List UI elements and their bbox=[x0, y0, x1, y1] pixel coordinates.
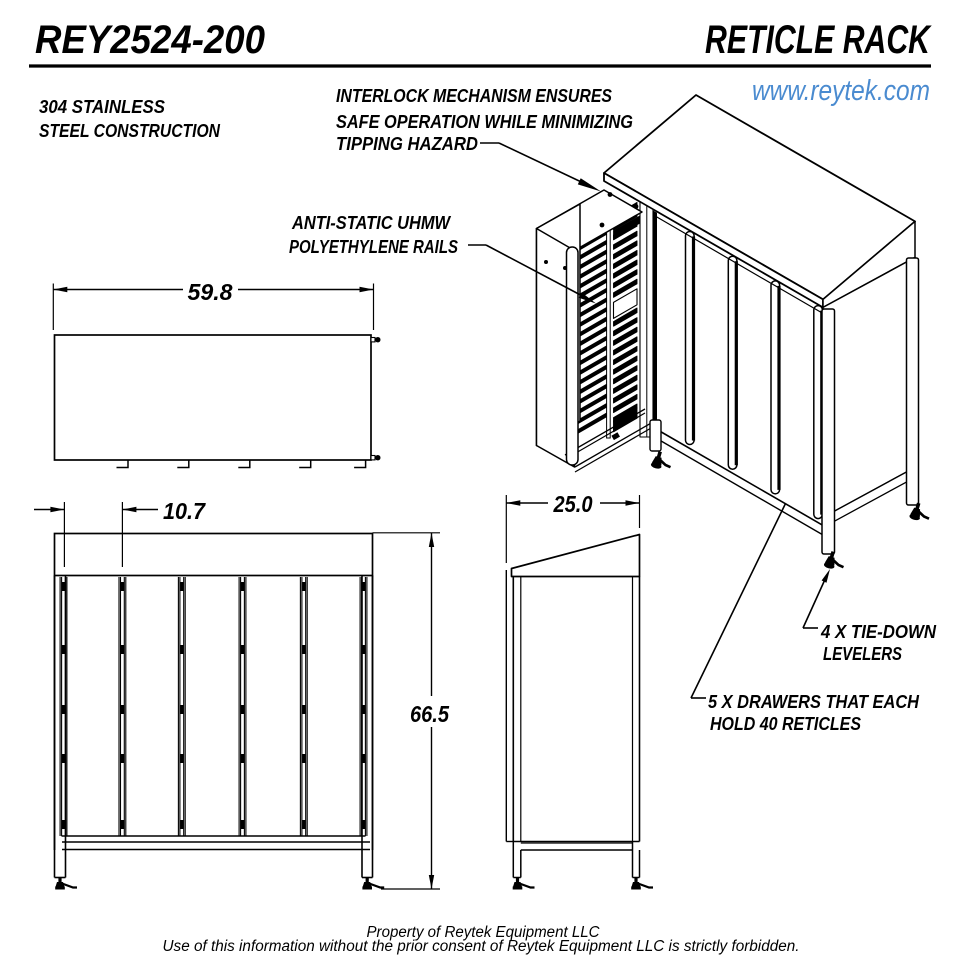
svg-text:LEVELERS: LEVELERS bbox=[823, 644, 902, 664]
svg-text:HOLD 40 RETICLES: HOLD 40 RETICLES bbox=[710, 714, 861, 734]
svg-text:STEEL CONSTRUCTION: STEEL CONSTRUCTION bbox=[39, 121, 221, 141]
svg-text:www.reytek.com: www.reytek.com bbox=[752, 75, 930, 107]
svg-text:Property of Reytek Equipment L: Property of Reytek Equipment LLC bbox=[367, 924, 601, 941]
svg-text:5 X DRAWERS THAT EACH: 5 X DRAWERS THAT EACH bbox=[708, 692, 920, 712]
svg-text:4 X TIE-DOWN: 4 X TIE-DOWN bbox=[820, 622, 937, 642]
svg-text:INTERLOCK MECHANISM ENSURES: INTERLOCK MECHANISM ENSURES bbox=[336, 86, 612, 106]
svg-text:Use of this information withou: Use of this information without the prio… bbox=[163, 938, 800, 955]
svg-text:SAFE OPERATION WHILE MINIMIZIN: SAFE OPERATION WHILE MINIMIZING bbox=[336, 112, 633, 132]
svg-text:RETICLE RACK: RETICLE RACK bbox=[705, 18, 932, 62]
svg-text:TIPPING HAZARD: TIPPING HAZARD bbox=[336, 134, 478, 154]
svg-text:POLYETHYLENE RAILS: POLYETHYLENE RAILS bbox=[289, 237, 458, 257]
svg-text:59.8: 59.8 bbox=[188, 279, 233, 305]
svg-text:ANTI-STATIC UHMW: ANTI-STATIC UHMW bbox=[291, 213, 452, 233]
svg-text:25.0: 25.0 bbox=[553, 491, 593, 517]
svg-text:REY2524-200: REY2524-200 bbox=[35, 18, 265, 62]
svg-text:304 STAINLESS: 304 STAINLESS bbox=[39, 97, 165, 117]
svg-text:66.5: 66.5 bbox=[410, 701, 450, 727]
svg-text:10.7: 10.7 bbox=[163, 498, 206, 524]
